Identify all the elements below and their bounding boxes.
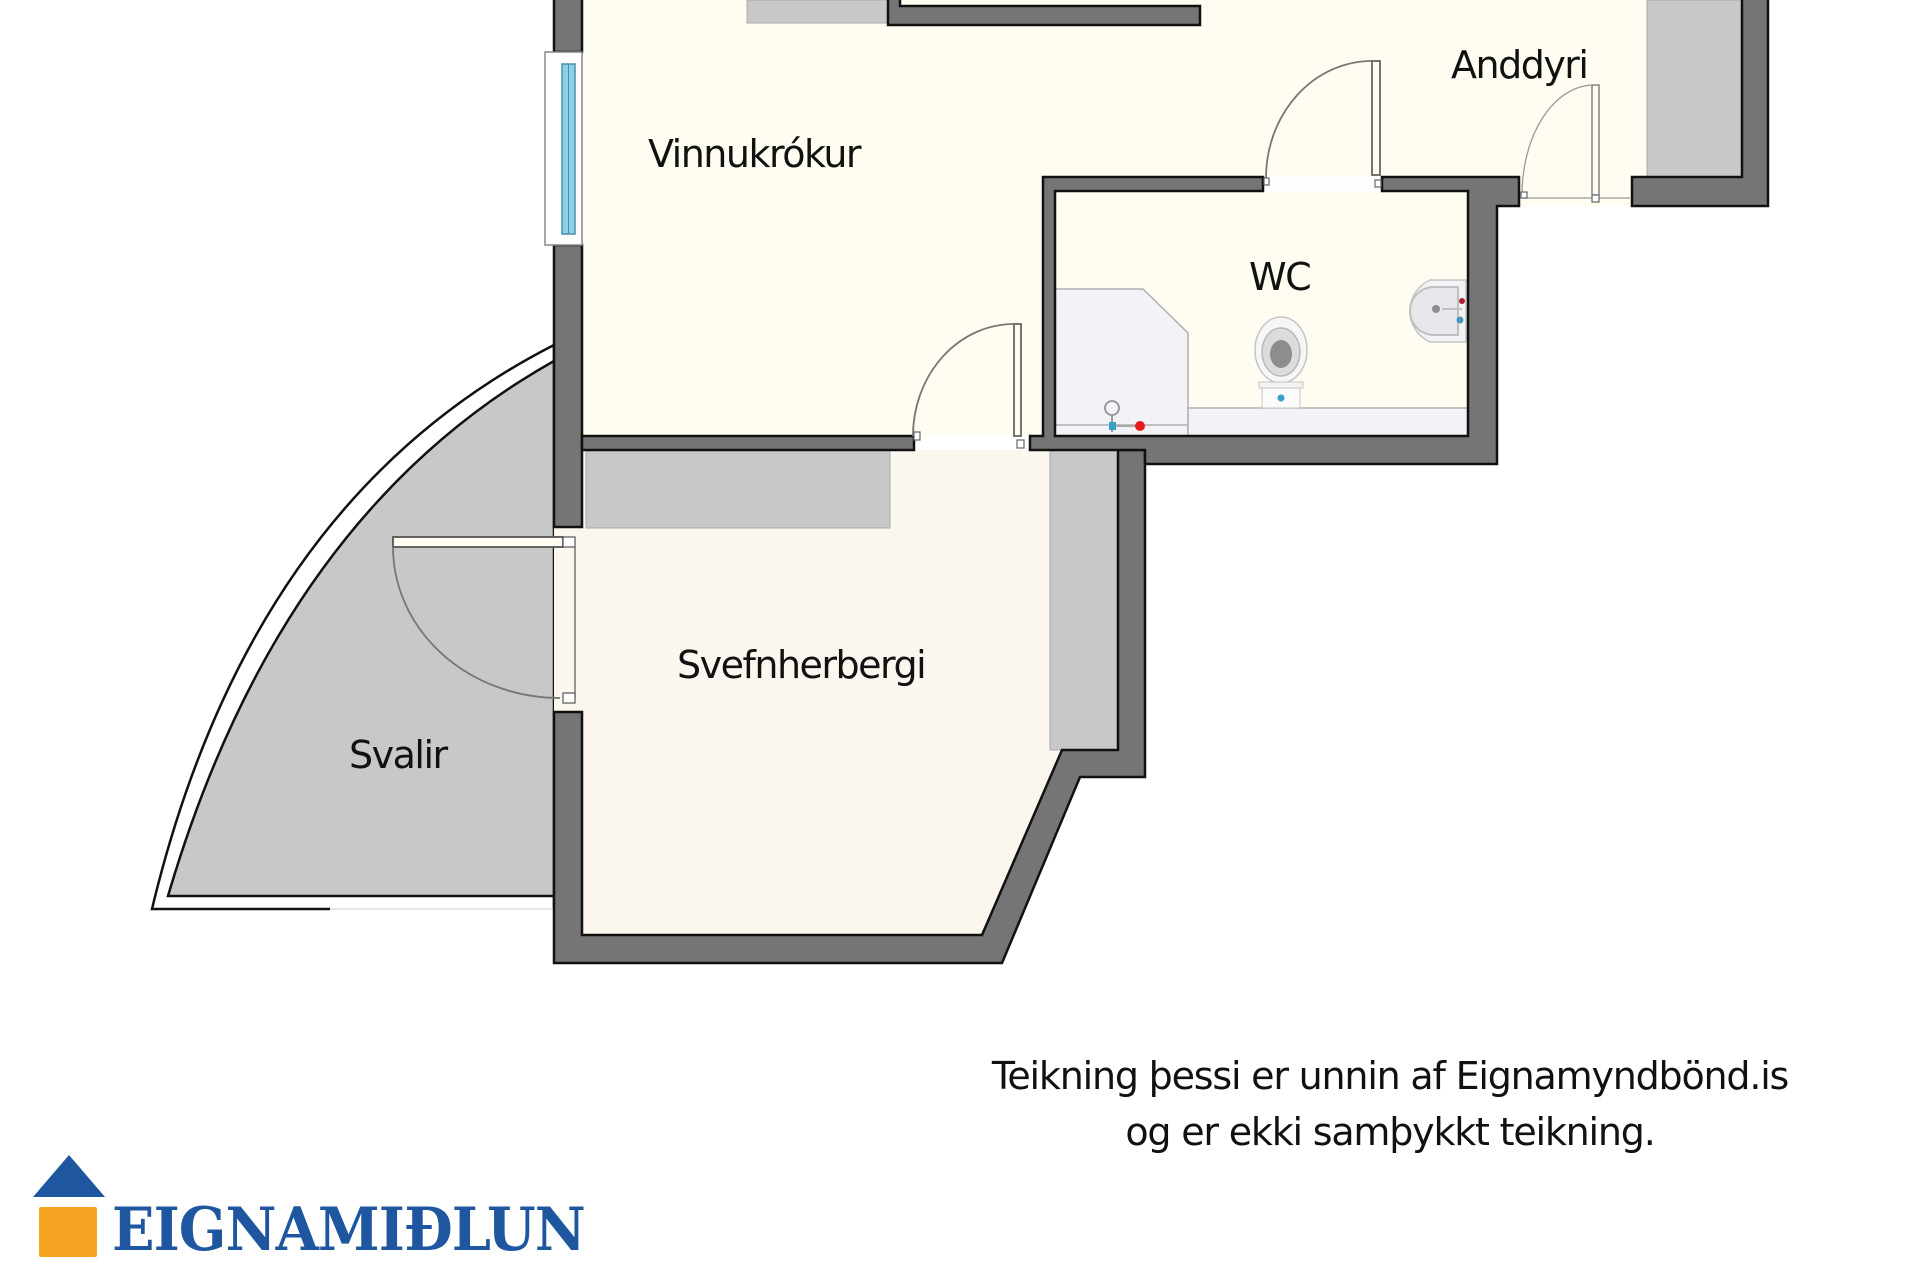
brand-name: EIGNAMIÐLUN (112, 1195, 586, 1265)
door-bedroom (912, 323, 1025, 449)
balcony (150, 342, 556, 911)
room-label-svefnherbergi: Svefnherbergi (677, 643, 925, 687)
room-label-wc: WC (1249, 255, 1310, 299)
room-label-svalir: Svalir (349, 733, 449, 777)
brand-logo: EIGNAMIÐLUN (30, 1150, 590, 1270)
walls (552, 0, 1770, 965)
sink-icon (1409, 279, 1467, 343)
door-balcony (392, 536, 576, 704)
house-roof-icon (33, 1155, 105, 1197)
closets (585, 0, 1743, 751)
window (544, 51, 583, 246)
door-wc (1263, 60, 1382, 188)
disclaimer-line-2: og er ekki samþykkt teikning. (1125, 1110, 1655, 1154)
door-entrance (1520, 84, 1630, 203)
disclaimer-text: Teikning þessi er unnin af Eignamyndbönd… (940, 1048, 1840, 1160)
disclaimer-line-1: Teikning þessi er unnin af Eignamyndbönd… (991, 1054, 1790, 1098)
wc-fixtures (1054, 279, 1469, 437)
room-labels: Vinnukrókur Anddyri WC Svefnherbergi Sva… (349, 43, 1589, 777)
house-body-icon (39, 1207, 97, 1257)
toilet-icon (1254, 316, 1308, 409)
room-label-vinnukrokur: Vinnukrókur (648, 132, 862, 176)
shower-icon (1104, 400, 1145, 432)
doors (392, 60, 1630, 704)
room-label-anddyri: Anddyri (1451, 43, 1588, 87)
